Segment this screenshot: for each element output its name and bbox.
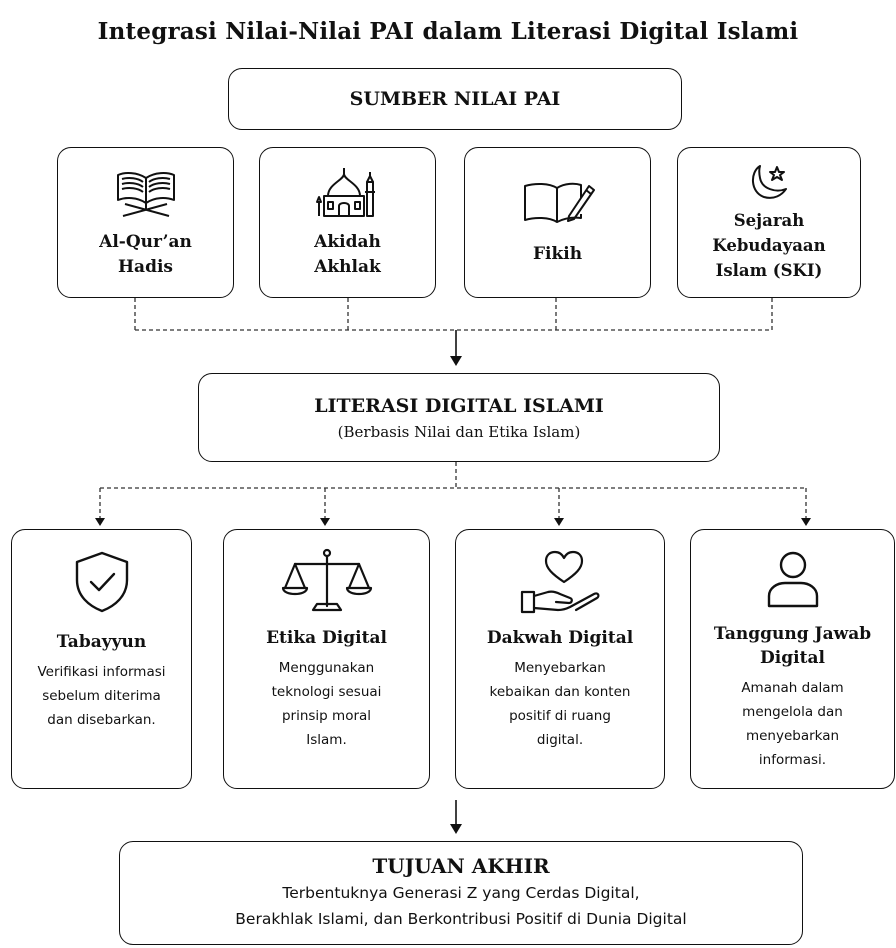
outcome-card-dakwah: Dakwah Digital Menyebarkan kebaikan dan … bbox=[455, 529, 665, 789]
outcome-card-tabayyun: Tabayyun Verifikasi informasi sebelum di… bbox=[11, 529, 192, 789]
outcome-title-tanggung-jawab: Tanggung Jawab Digital bbox=[713, 624, 872, 668]
literacy-box: LITERASI DIGITAL ISLAMI (Berbasis Nilai … bbox=[198, 373, 720, 462]
sources-header-box: SUMBER NILAI PAI bbox=[228, 68, 682, 130]
source-card-akidah: Akidah Akhlak bbox=[259, 147, 436, 298]
outcome-desc-dakwah: Menyebarkan kebaikan dan konten positif … bbox=[489, 660, 631, 748]
crescent-star-icon bbox=[752, 165, 787, 199]
outcome-title-etika: Etika Digital bbox=[266, 628, 387, 648]
source-label-akidah: Akidah Akhlak bbox=[314, 231, 381, 277]
shield-check-icon bbox=[75, 551, 128, 613]
outcome-card-tanggung-jawab: Tanggung Jawab Digital Amanah dalam meng… bbox=[690, 529, 895, 789]
person-icon bbox=[767, 551, 818, 608]
outcome-desc-etika: Menggunakan teknologi sesuai prinsip mor… bbox=[271, 660, 382, 748]
source-card-ski: Sejarah Kebudayaan Islam (SKI) bbox=[677, 147, 861, 298]
goal-desc: Terbentuknya Generasi Z yang Cerdas Digi… bbox=[235, 884, 687, 928]
source-card-fikih: Fikih bbox=[464, 147, 651, 298]
scale-icon bbox=[281, 548, 372, 612]
outcome-desc-tanggung-jawab: Amanah dalam mengelola dan menyebarkan i… bbox=[741, 680, 844, 768]
outcome-desc-tabayyun: Verifikasi informasi sebelum diterima da… bbox=[37, 664, 166, 728]
diagram-title: Integrasi Nilai-Nilai PAI dalam Literasi… bbox=[97, 18, 799, 45]
literacy-title: LITERASI DIGITAL ISLAMI bbox=[314, 394, 604, 417]
book-pen-icon bbox=[523, 182, 595, 223]
quran-icon bbox=[116, 171, 175, 217]
outcome-card-etika: Etika Digital Menggunakan teknologi sesu… bbox=[223, 529, 430, 789]
goal-title: TUJUAN AKHIR bbox=[372, 854, 550, 878]
literacy-subtitle: (Berbasis Nilai dan Etika Islam) bbox=[337, 422, 581, 441]
outcome-title-tabayyun: Tabayyun bbox=[56, 632, 147, 652]
mosque-icon bbox=[315, 167, 375, 217]
source-card-quran: Al-Qur’an Hadis bbox=[57, 147, 234, 298]
sources-header: SUMBER NILAI PAI bbox=[349, 88, 561, 110]
source-label-quran: Al-Qur’an Hadis bbox=[99, 231, 192, 277]
outcome-title-dakwah: Dakwah Digital bbox=[486, 628, 634, 648]
goal-box: TUJUAN AKHIR Terbentuknya Generasi Z yan… bbox=[119, 841, 803, 945]
source-label-fikih: Fikih bbox=[532, 244, 583, 264]
source-label-ski: Sejarah Kebudayaan Islam (SKI) bbox=[712, 211, 826, 280]
heart-hand-icon bbox=[520, 550, 600, 614]
